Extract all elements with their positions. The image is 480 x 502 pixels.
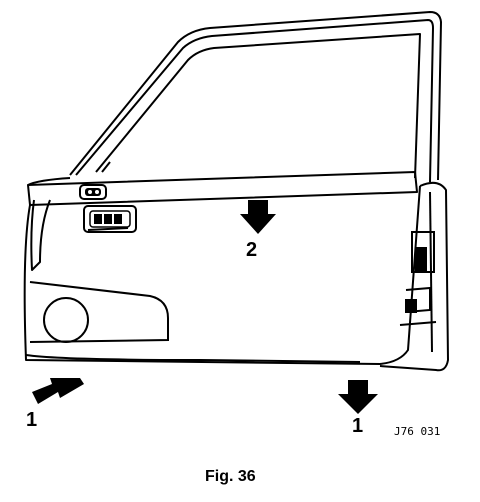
window-frame bbox=[69, 11, 442, 183]
arrow-1-right bbox=[338, 380, 378, 414]
speaker-grille bbox=[43, 297, 89, 343]
drawing-code: J76 031 bbox=[394, 425, 441, 438]
door-latch-mechanism bbox=[399, 231, 437, 326]
arrow-2-down bbox=[240, 200, 276, 234]
door-handle-bezel bbox=[79, 184, 107, 200]
door-pull-handle bbox=[83, 205, 137, 233]
arrow-1-right-label: 1 bbox=[352, 415, 364, 437]
door-pocket bbox=[29, 281, 169, 343]
arrow-1-left-label: 1 bbox=[26, 409, 38, 431]
arrow-2-label: 2 bbox=[246, 239, 258, 261]
arrow-1-left bbox=[32, 378, 84, 404]
door-body bbox=[23, 171, 449, 372]
figure-caption: Fig. 36 bbox=[205, 468, 256, 485]
